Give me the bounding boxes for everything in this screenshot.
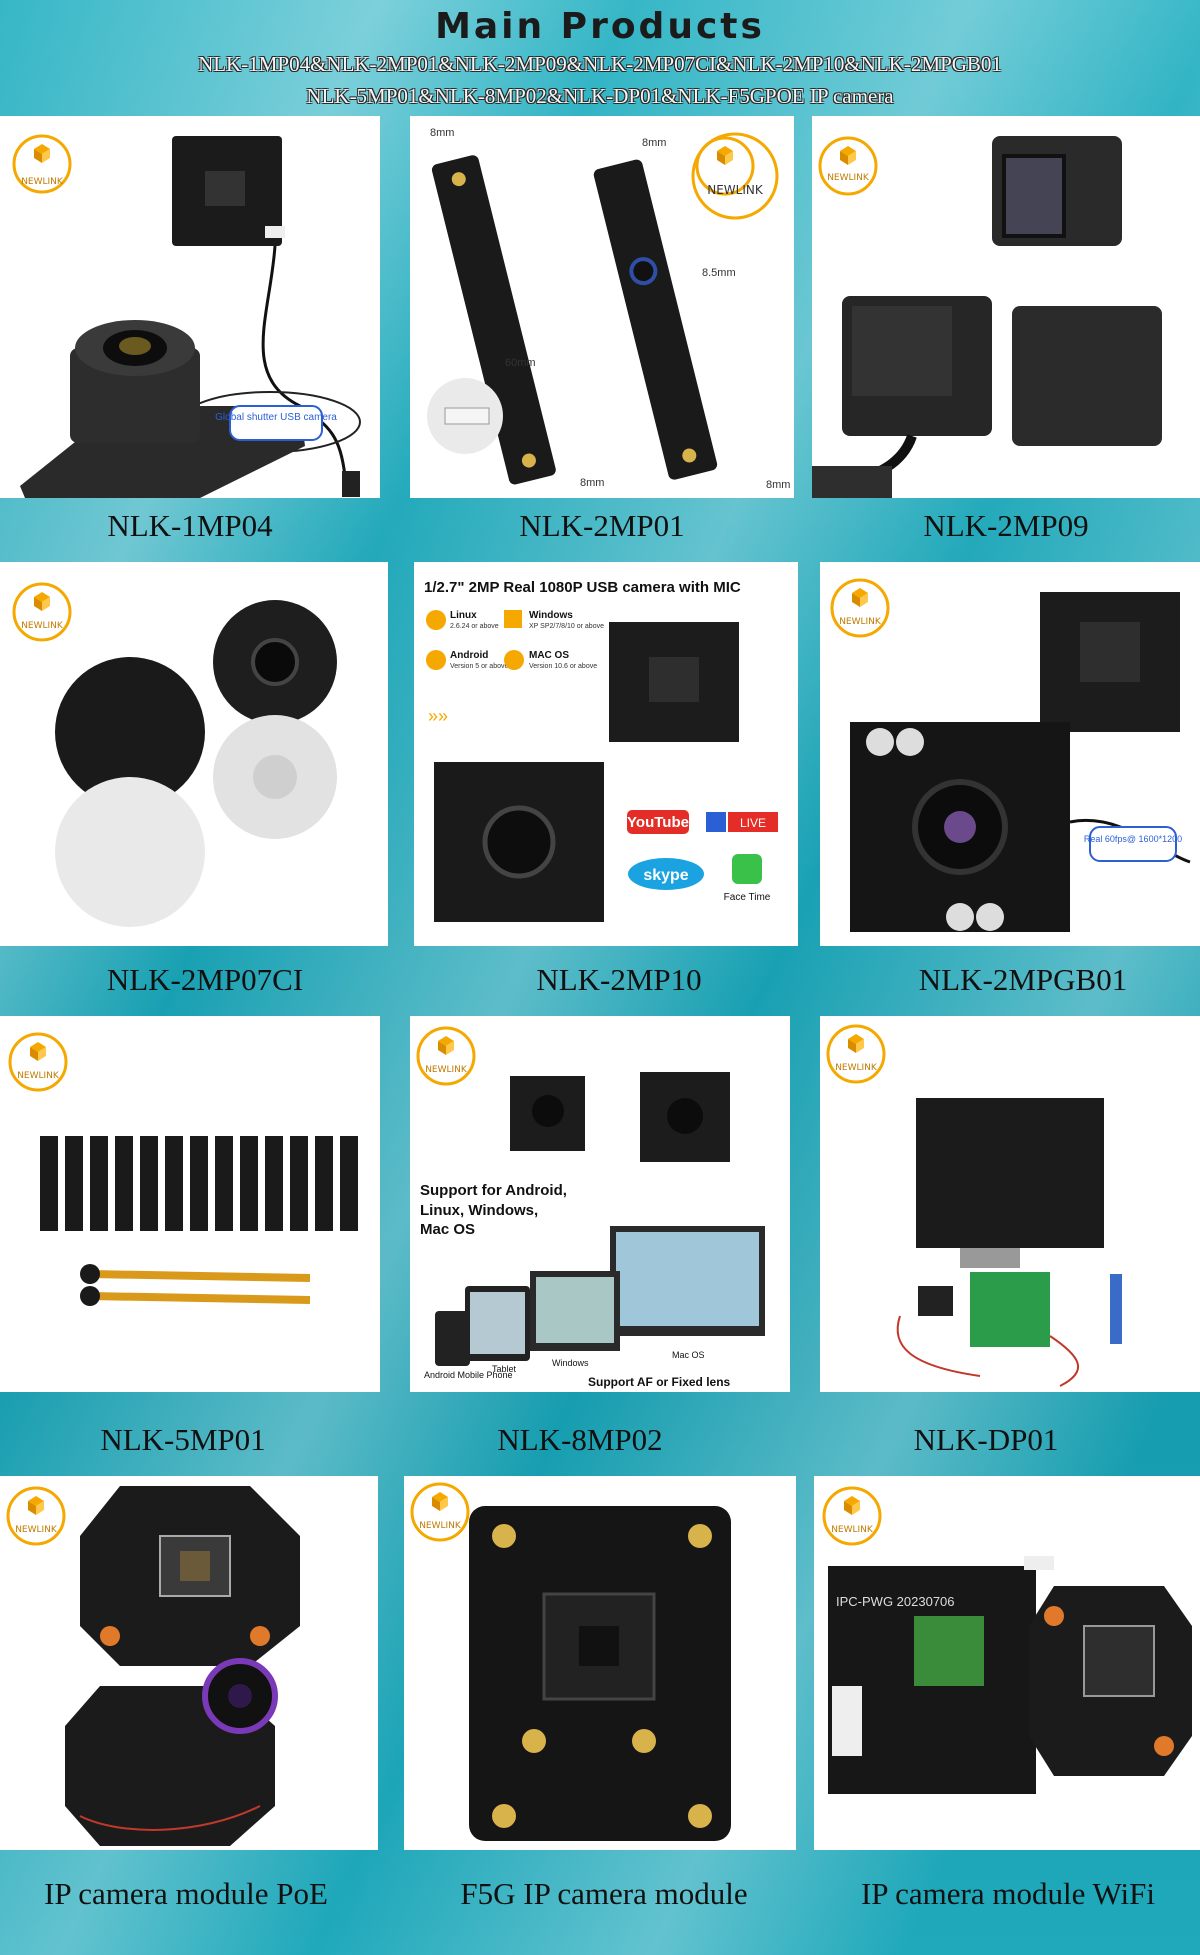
dim-label: 60mm xyxy=(505,357,536,369)
product-label-ip-poe: IP camera module PoE xyxy=(44,1876,328,1911)
product-tile-dp01[interactable]: NEWLINK xyxy=(820,1016,1200,1392)
device-label: Windows xyxy=(552,1358,589,1368)
product-tile-5mp01[interactable]: NEWLINK xyxy=(0,1016,380,1392)
logo-text: NEWLINK xyxy=(21,621,64,631)
callout-60fps: Real 60fps@ 1600*1200 xyxy=(1084,834,1182,844)
product-tile-2mpgb01[interactable]: NEWLINK Real 60fps@ 1600*1200 xyxy=(820,562,1200,946)
page-title: Main Products xyxy=(435,6,765,47)
logo-text: NEWLINK xyxy=(839,617,882,627)
lens-support-text: Support AF or Fixed lens xyxy=(588,1375,731,1389)
device-label: Tablet xyxy=(492,1364,517,1374)
product-tile-ip-wifi[interactable]: NEWLINK IPC-PWG 20230706 xyxy=(814,1476,1200,1850)
logo-text: NEWLINK xyxy=(17,1071,60,1081)
product-tile-8mp02[interactable]: NEWLINK Support for Android, Linux, Wind… xyxy=(410,1016,790,1392)
product-list-line-1: NLK-1MP04&NLK-2MP01&NLK-2MP09&NLK-2MP07C… xyxy=(198,52,1002,76)
os-name: Android xyxy=(450,650,488,661)
product-label-dp01: NLK-DP01 xyxy=(913,1422,1059,1457)
product-label-f5g: F5G IP camera module xyxy=(460,1876,748,1911)
device-label: Mac OS xyxy=(672,1350,705,1360)
logo-text: NEWLINK xyxy=(835,1063,878,1073)
os-support-text: Support for Android, Linux, Windows, Mac… xyxy=(420,1182,567,1238)
product-label-2mpgb01: NLK-2MPGB01 xyxy=(918,962,1128,997)
product-list-line-2: NLK-5MP01&NLK-8MP02&NLK-DP01&NLK-F5GPOE … xyxy=(306,84,894,108)
logo-text: NEWLINK xyxy=(21,177,64,187)
product-label-1mp04: NLK-1MP04 xyxy=(107,508,273,543)
logo-text: NEWLINK xyxy=(15,1525,58,1535)
product-tile-2mp01[interactable]: 8mm 60mm 8mm 8.5mm 8mm 8mm NEWLINK xyxy=(410,116,794,498)
logo-text: NEWLINK xyxy=(425,1065,468,1075)
product-label-5mp01: NLK-5MP01 xyxy=(100,1422,266,1457)
board-silkscreen: IPC-PWG 20230706 xyxy=(836,1594,955,1609)
app-youtube: YouTube xyxy=(627,814,689,831)
logo-text: NEWLINK xyxy=(707,183,764,197)
product-label-8mp02: NLK-8MP02 xyxy=(497,1422,663,1457)
product-label-2mp07ci: NLK-2MP07CI xyxy=(106,962,304,997)
product-tile-f5g[interactable]: NEWLINK xyxy=(404,1476,796,1850)
logo-text: NEWLINK xyxy=(831,1525,874,1535)
logo-text: NEWLINK xyxy=(827,173,870,183)
os-note: Version 10.6 or above xyxy=(529,663,597,670)
os-note: 2.6.24 or above xyxy=(450,623,499,630)
app-facetime: Face Time xyxy=(724,892,771,903)
app-skype: skype xyxy=(643,867,688,884)
product-tile-ip-poe[interactable]: NEWLINK xyxy=(0,1476,378,1850)
os-name: Windows xyxy=(529,610,573,621)
app-live: LIVE xyxy=(740,816,766,830)
svg-text:»»: »» xyxy=(428,706,448,726)
os-name: MAC OS xyxy=(529,650,569,661)
page-header: Main Products NLK-1MP04&NLK-2MP01&NLK-2M… xyxy=(0,0,1200,115)
os-note: XP SP2/7/8/10 or above xyxy=(529,623,604,630)
product-tile-2mp07ci[interactable]: NEWLINK xyxy=(0,562,388,946)
os-note: Version 5 or above xyxy=(450,663,508,670)
product-label-2mp09: NLK-2MP09 xyxy=(923,508,1089,543)
product-tile-1mp04[interactable]: NEWLINK Global shutter USB camera xyxy=(0,116,380,498)
dim-label: 8mm xyxy=(580,477,604,489)
dim-label: 8mm xyxy=(430,127,454,139)
dim-label: 8mm xyxy=(766,479,790,491)
dim-label: 8mm xyxy=(642,137,666,149)
product-label-2mp10: NLK-2MP10 xyxy=(536,962,702,997)
logo-text: NEWLINK xyxy=(419,1521,462,1531)
spec-heading: 1/2.7" 2MP Real 1080P USB camera with MI… xyxy=(424,579,741,596)
callout-global-shutter: Global shutter USB camera xyxy=(215,412,337,423)
dim-label: 8.5mm xyxy=(702,267,736,279)
os-name: Linux xyxy=(450,610,477,621)
product-label-ip-wifi: IP camera module WiFi xyxy=(860,1876,1156,1911)
product-label-2mp01: NLK-2MP01 xyxy=(519,508,685,543)
product-tile-2mp09[interactable]: NEWLINK xyxy=(812,116,1200,498)
product-tile-2mp10[interactable]: 1/2.7" 2MP Real 1080P USB camera with MI… xyxy=(414,562,798,946)
device-label: Android Mobile Phone xyxy=(424,1370,513,1380)
